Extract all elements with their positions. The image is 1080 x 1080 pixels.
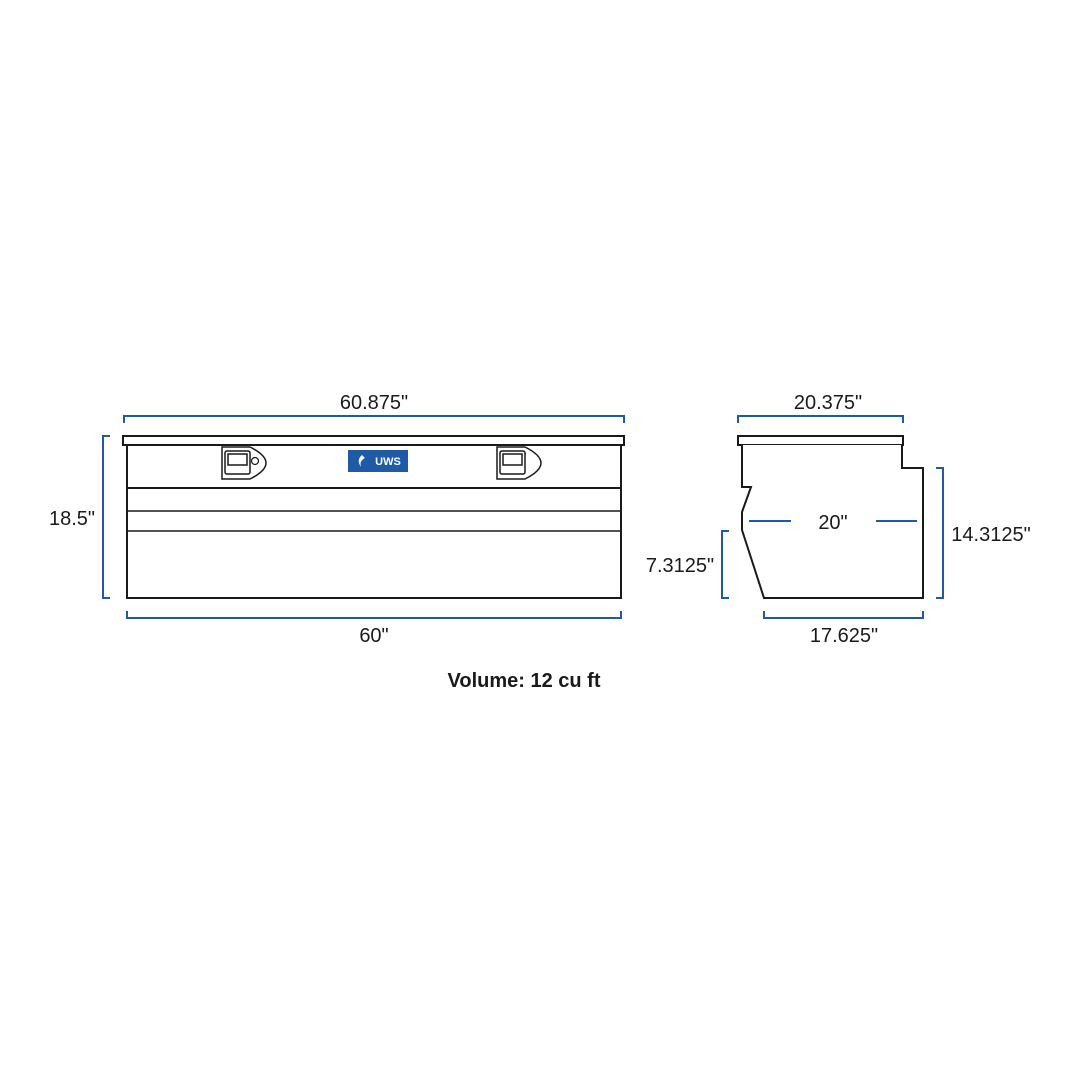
side-lid <box>737 435 904 446</box>
right-height-bracket <box>936 467 944 599</box>
lid-width-label: 60.875" <box>340 392 408 414</box>
lower-height-label: 7.3125" <box>646 555 714 577</box>
lid-width-bracket <box>123 415 625 423</box>
front-view: 60.875" 18.5" UWS 6 <box>49 392 625 647</box>
lower-height-bracket <box>721 530 729 599</box>
side-profile <box>741 445 924 599</box>
bottom-depth-label: 17.625" <box>810 625 878 647</box>
body-width-label: 60" <box>359 625 388 647</box>
svg-text:UWS: UWS <box>375 456 401 468</box>
lock-icon <box>250 456 260 466</box>
lid <box>122 435 625 446</box>
lid-depth-bracket <box>737 415 904 423</box>
latch-icon <box>496 446 542 480</box>
body-width-bracket <box>126 611 622 619</box>
lid-depth-label: 20.375" <box>794 392 862 414</box>
mid-depth-label: 20" <box>818 512 847 534</box>
right-height-label: 14.3125" <box>951 524 1030 546</box>
bottom-depth-bracket <box>763 611 924 619</box>
height-bracket <box>102 435 110 599</box>
side-view: 20.375" 20" 7.3125" 14.3125" 17.625" <box>646 392 1031 647</box>
volume-label: Volume: 12 cu ft <box>448 670 601 692</box>
height-label: 18.5" <box>49 508 95 530</box>
latch-icon <box>221 446 267 480</box>
uws-logo-icon: UWS <box>348 450 408 472</box>
